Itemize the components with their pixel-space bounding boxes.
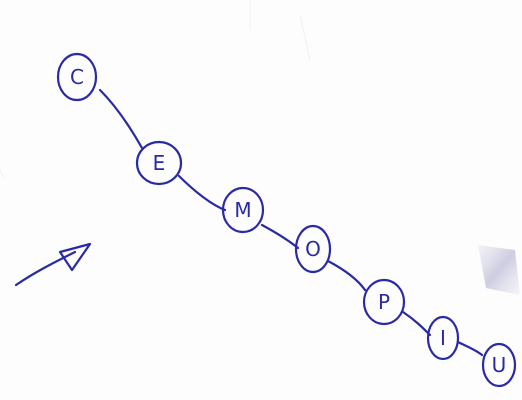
node-circle bbox=[362, 278, 406, 326]
node-circle bbox=[426, 315, 460, 361]
node-label: O bbox=[305, 237, 321, 261]
ink-smudge bbox=[478, 245, 520, 295]
node-c: C bbox=[56, 52, 98, 102]
node-label: U bbox=[492, 353, 507, 377]
node-label: P bbox=[378, 290, 390, 314]
node-label: I bbox=[440, 326, 446, 350]
node-m: M bbox=[221, 186, 265, 234]
node-circle bbox=[294, 224, 332, 274]
node-e: E bbox=[135, 140, 183, 186]
node-i: I bbox=[426, 315, 460, 361]
node-circle bbox=[135, 140, 183, 186]
node-p: P bbox=[362, 278, 406, 326]
node-label: C bbox=[70, 65, 84, 89]
node-circle bbox=[221, 186, 265, 234]
node-circle bbox=[481, 342, 517, 388]
arrow-icon bbox=[14, 242, 92, 287]
node-o: O bbox=[294, 224, 332, 274]
connector-line bbox=[98, 88, 484, 357]
node-label: E bbox=[153, 151, 166, 175]
node-u: U bbox=[481, 342, 517, 388]
node-label: M bbox=[234, 198, 251, 222]
nodes-group: C E M O P I U bbox=[56, 52, 517, 388]
paper-texture bbox=[0, 0, 311, 179]
node-circle bbox=[56, 52, 98, 102]
